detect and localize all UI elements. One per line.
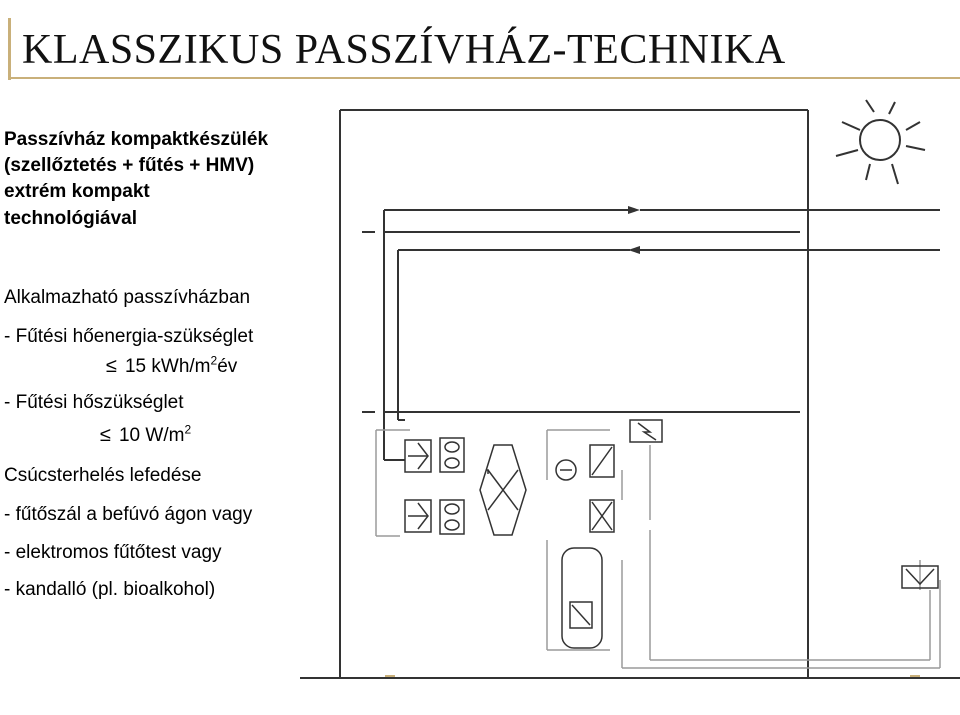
intro-line-1: Passzívház kompaktkészülék xyxy=(4,129,269,150)
electric-heater-icon xyxy=(589,419,663,533)
storage-tank-icon xyxy=(561,547,603,649)
sun-icon xyxy=(835,99,926,185)
peak-item-2: - elektromos fűtőtest vagy xyxy=(4,542,222,563)
exhaust-arrow xyxy=(628,206,640,214)
intro-line-4: technológiával xyxy=(4,208,138,229)
fan-icon xyxy=(439,437,465,535)
peak-title: Csúcsterhelés lefedése xyxy=(4,465,202,486)
intro-line-3: extrém kompakt xyxy=(4,181,150,202)
le-symbol: ≤ xyxy=(106,355,117,377)
solar-collector-icon xyxy=(901,565,939,589)
air-ducts xyxy=(383,209,940,461)
ventilation-unit xyxy=(404,439,432,533)
heat-exchanger-icon xyxy=(479,444,527,536)
le-symbol: ≤ xyxy=(100,424,111,446)
heating-energy-value: ≤15 kWh/m2év xyxy=(106,353,238,377)
heating-energy-label: - Fűtési hőenergia-szükséglet xyxy=(4,326,254,347)
house-outline xyxy=(300,109,960,679)
slide-title: KLASSZIKUS PASSZÍVHÁZ-TECHNIKA xyxy=(22,27,786,73)
title-bar: KLASSZIKUS PASSZÍVHÁZ-TECHNIKA xyxy=(0,8,960,80)
pipes xyxy=(375,429,941,669)
intake-arrow xyxy=(628,246,640,254)
title-accent xyxy=(8,18,11,80)
intro-line-2: (szellőztetés + fűtés + HMV) xyxy=(4,155,255,176)
floor-slabs xyxy=(362,231,800,413)
peak-item-1: - fűtőszál a befúvó ágon vagy xyxy=(4,504,253,525)
heating-demand-value: ≤10 W/m2 xyxy=(100,422,192,446)
pump-icon xyxy=(555,459,577,481)
applicable-text: Alkalmazható passzívházban xyxy=(4,287,251,308)
peak-item-3: - kandalló (pl. bioalkohol) xyxy=(4,579,216,600)
heating-demand-label: - Fűtési hőszükséglet xyxy=(4,392,184,413)
title-rule xyxy=(8,77,960,79)
